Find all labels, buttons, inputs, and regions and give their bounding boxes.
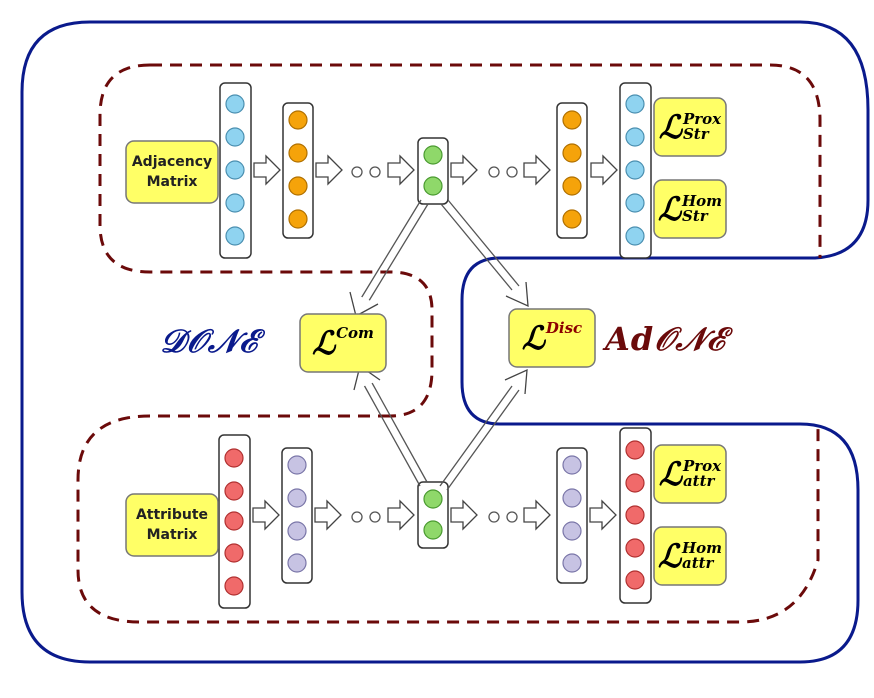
- adjacency-matrix-label: Adjacency Matrix: [131, 154, 213, 190]
- structure-flow-arrows: [253, 154, 618, 186]
- embedding-to-loss-arrows: [349, 199, 529, 491]
- attribute-matrix-label: Attribute Matrix: [135, 507, 209, 543]
- structure-dashed-region-lower: [98, 63, 434, 418]
- done-model-label: 𝒟𝒪𝒩ℰ: [160, 322, 259, 360]
- attribute-decoder-column: [556, 447, 588, 584]
- attribute-decoder-nodes: [562, 455, 582, 573]
- structure-encoder-nodes: [288, 110, 308, 229]
- loss-prox-attr-box: [653, 444, 727, 504]
- adjacency-input-nodes: [225, 94, 245, 246]
- structure-dashed-region: [150, 63, 822, 258]
- attribute-encoder-nodes: [287, 455, 307, 573]
- attribute-dashed-region: [76, 414, 820, 624]
- loss-com: ℒ Com: [312, 324, 374, 362]
- ellipsis-dots: [351, 166, 518, 523]
- attribute-input-nodes: [224, 448, 244, 596]
- loss-hom-str-box: [653, 179, 727, 239]
- attribute-embedding-nodes: [423, 489, 443, 540]
- attribute-flow-arrows: [252, 499, 617, 531]
- adone-model-label: Ad𝒪𝒩ℰ: [605, 320, 727, 358]
- outer-frame: [20, 20, 870, 664]
- adjacency-output-nodes: [625, 94, 645, 246]
- loss-disc: ℒ Disc: [521, 319, 583, 357]
- loss-hom-attr-box: [653, 526, 727, 586]
- structure-decoder-nodes: [562, 110, 582, 229]
- loss-com-box: [299, 313, 387, 373]
- attribute-matrix-box: [125, 493, 219, 557]
- loss-disc-box: [508, 308, 596, 368]
- loss-prox-str-box: [653, 97, 727, 157]
- structure-encoder-column: [282, 102, 314, 239]
- structure-decoder-column: [556, 102, 588, 239]
- attribute-encoder-column: [281, 447, 313, 584]
- disc-superscript: Disc: [545, 319, 583, 337]
- structure-embedding-nodes: [423, 145, 443, 196]
- adjacency-matrix-box: [125, 140, 219, 204]
- attribute-output-nodes: [625, 440, 645, 590]
